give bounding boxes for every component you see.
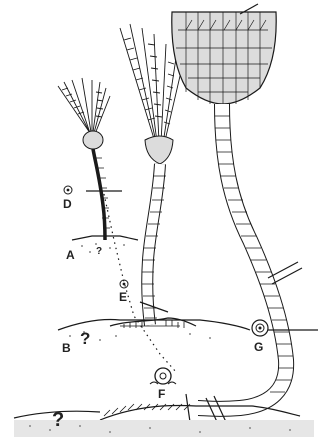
label-b: B (62, 341, 71, 355)
cross-section-f-icon (150, 368, 176, 384)
dotted-connector (104, 194, 176, 372)
crinoid-a (58, 78, 138, 253)
crinoid-a-arms (58, 78, 110, 134)
cross-section-g-icon (252, 320, 268, 336)
crinoid-a-calyx (83, 131, 103, 149)
label-f: F (158, 387, 165, 401)
crinoid-b-arms (120, 24, 180, 145)
crinoid-a-stem (93, 149, 105, 240)
crinoid-large-calyx (172, 12, 276, 104)
label-e: E (119, 290, 127, 304)
crinoid-b-calyx (145, 136, 173, 164)
crinoid-large-stem-inner (198, 104, 286, 409)
label-d: D (63, 197, 72, 211)
question-mark-mid: ? (80, 329, 90, 348)
question-mark-large: ? (52, 409, 64, 431)
crinoid-large-stem (198, 104, 286, 409)
cross-section-d-icon (64, 186, 72, 194)
question-mark-small: ? (96, 246, 102, 257)
label-g: G (254, 340, 263, 354)
crinoid-large-holdfast-cut (186, 394, 190, 422)
crinoid-a-sediment (81, 243, 125, 253)
label-a: A (66, 248, 75, 262)
